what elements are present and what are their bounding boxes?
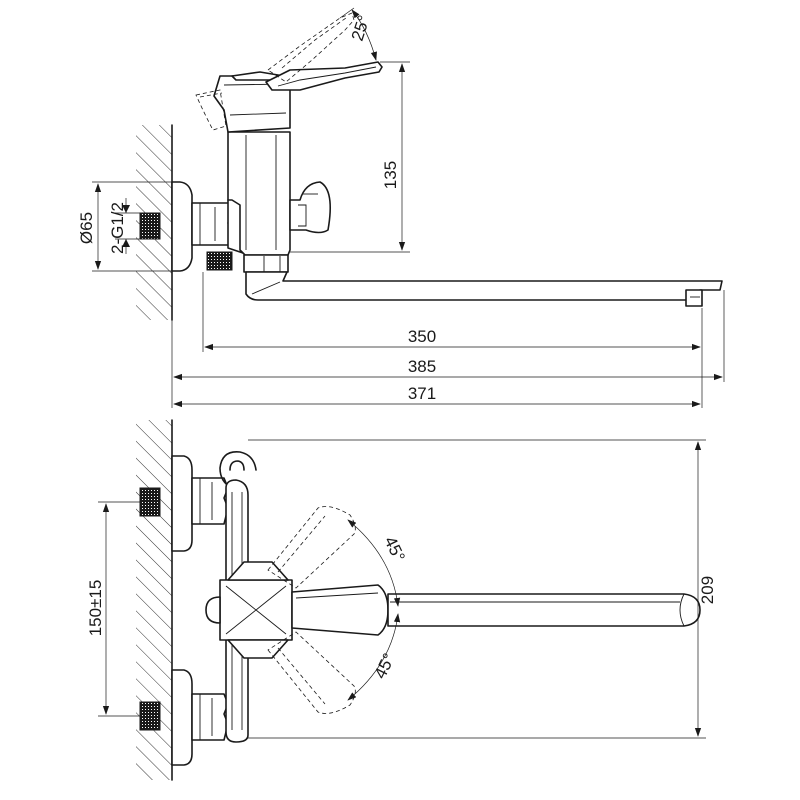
dimension-flange: Ø65 2-G1/2 [77, 181, 178, 272]
dimension-135: 135 [290, 61, 410, 253]
angle-down-label: 45° [371, 650, 399, 681]
wall-flange-side [171, 181, 193, 272]
dim-135-label: 135 [381, 161, 400, 189]
spout-aerator-side [685, 289, 703, 307]
spout-front [387, 593, 701, 627]
shower-hook-front [219, 451, 257, 489]
mixer-body-side [227, 131, 291, 256]
lower-inlet-front [139, 669, 229, 766]
dim-371-label: 371 [408, 384, 436, 403]
spout-collar-side [243, 254, 289, 273]
lever-low-position-side [195, 89, 227, 131]
angle-up-label: 45° [380, 533, 408, 564]
diverter-knob-front [205, 596, 221, 624]
aerator-base-side [206, 251, 233, 271]
upper-inlet-front [139, 455, 229, 552]
dimension-150: 150±15 [86, 501, 142, 717]
spout-side [245, 271, 723, 301]
dim-209-label: 209 [698, 576, 717, 604]
dimension-371: 371 [173, 378, 703, 408]
hex-nut-side [191, 202, 233, 246]
dimension-385: 385 [171, 290, 725, 408]
thread-connector-side [139, 212, 161, 240]
dim-thread-label: 2-G1/2 [108, 202, 127, 254]
angle-lever-label: 25° [348, 13, 374, 43]
lever-handle-front [291, 584, 389, 636]
dimension-350: 350 [202, 272, 703, 378]
diverter-knob-side [289, 181, 331, 234]
dim-150-label: 150±15 [86, 580, 105, 637]
dim-diameter-label: Ø65 [77, 212, 96, 244]
lever-up-position-front [267, 506, 356, 589]
lever-down-position-front [267, 631, 356, 714]
dim-350-label: 350 [408, 327, 436, 346]
side-view: 25° 135 Ø65 2-G1/2 350 [77, 7, 725, 408]
dimension-209: 209 [248, 439, 717, 739]
dim-385-label: 385 [408, 357, 436, 376]
front-view: 45° 45° 209 150±15 [86, 419, 717, 781]
lever-high-position-side [267, 12, 355, 83]
